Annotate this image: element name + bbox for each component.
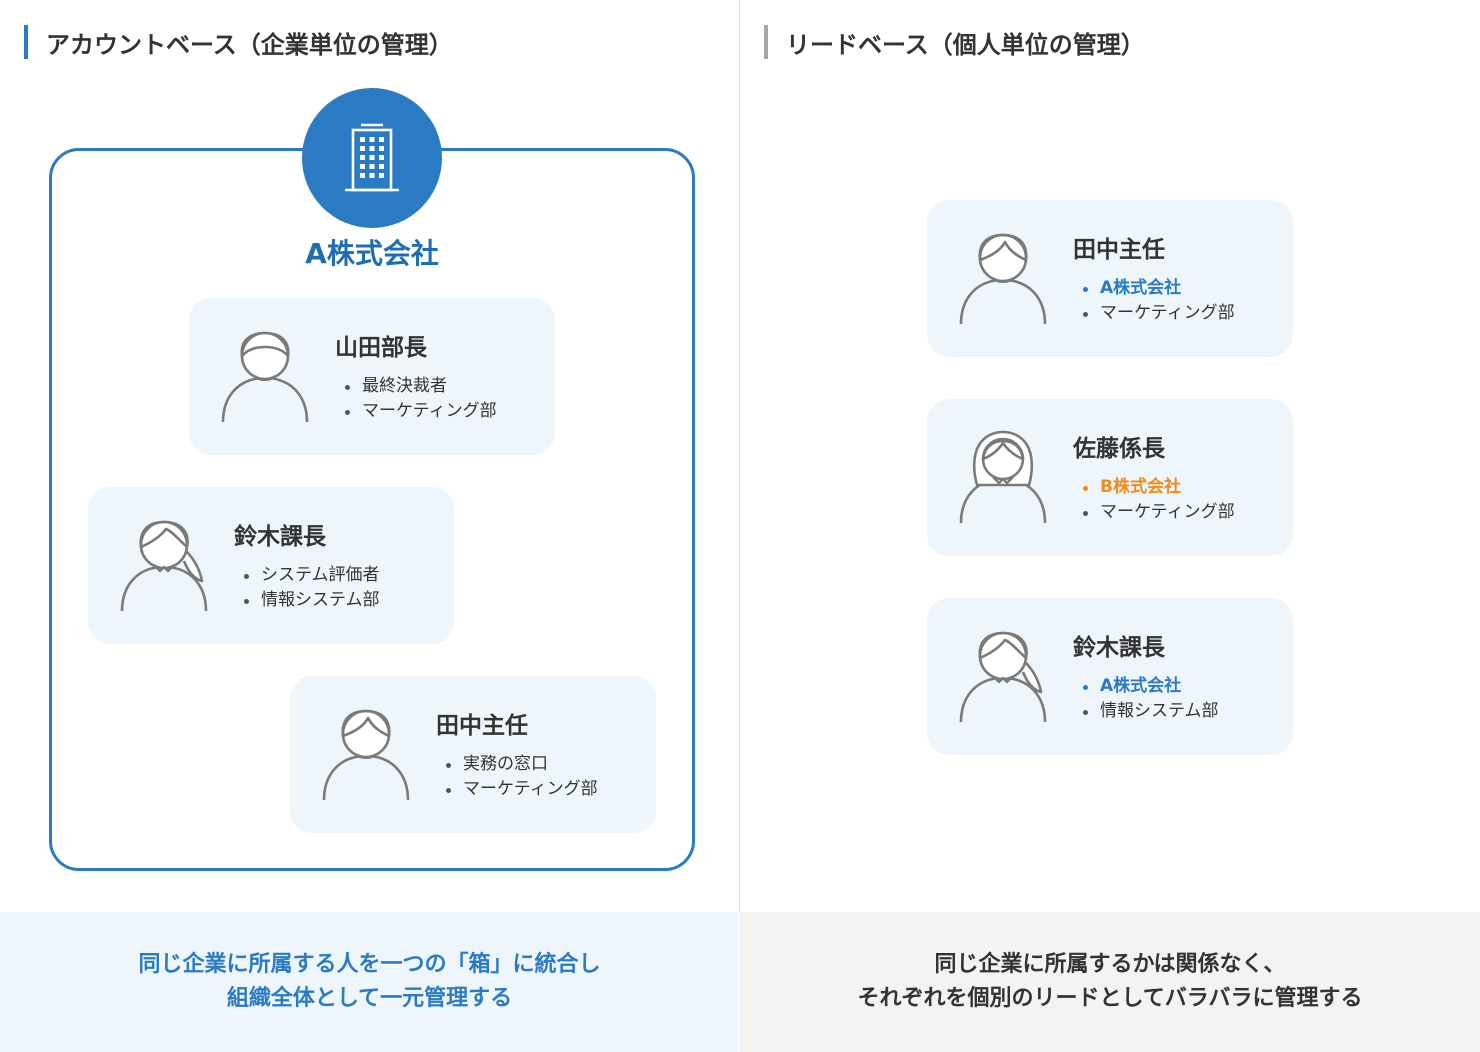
summary-line: それぞれを個別のリードとしてバラバラに管理する bbox=[857, 986, 1363, 1011]
column-divider bbox=[739, 0, 740, 912]
ponytail-person-icon bbox=[114, 515, 214, 615]
summary-line: 同じ企業に所属する人を一つの「箱」に統合し bbox=[138, 952, 601, 977]
person-details: A株式会社 マーケティング部 bbox=[1083, 276, 1235, 326]
person-department: マーケティング部 bbox=[1083, 500, 1235, 525]
lead-person-card: 田中主任 A株式会社 マーケティング部 bbox=[927, 200, 1293, 357]
account-person-card: 鈴木課長 システム評価者 情報システム部 bbox=[88, 487, 454, 644]
person-details: 実務の窓口 マーケティング部 bbox=[446, 752, 598, 802]
person-department: 情報システム部 bbox=[244, 588, 380, 613]
heading-accent-bar bbox=[24, 25, 28, 59]
person-details: A株式会社 情報システム部 bbox=[1083, 674, 1219, 724]
person-role: 実務の窓口 bbox=[446, 752, 598, 777]
person-name: 鈴木課長 bbox=[1073, 635, 1165, 661]
person-company: A株式会社 bbox=[1083, 674, 1219, 699]
person-name: 山田部長 bbox=[335, 335, 427, 361]
person-name: 田中主任 bbox=[436, 713, 528, 739]
building-icon bbox=[345, 123, 399, 192]
account-based-summary: 同じ企業に所属する人を一つの「箱」に統合し 組織全体として一元管理する bbox=[0, 912, 739, 1052]
lead-based-summary: 同じ企業に所属するかは関係なく、 それぞれを個別のリードとしてバラバラに管理する bbox=[740, 912, 1480, 1052]
person-department: 情報システム部 bbox=[1083, 699, 1219, 724]
lead-person-card: 鈴木課長 A株式会社 情報システム部 bbox=[927, 598, 1293, 755]
company-badge bbox=[302, 88, 442, 228]
person-details: システム評価者 情報システム部 bbox=[244, 563, 380, 613]
person-name: 佐藤係長 bbox=[1073, 436, 1165, 462]
lead-based-heading: リードベース（個人単位の管理） bbox=[764, 24, 1145, 60]
person-details: B株式会社 マーケティング部 bbox=[1083, 475, 1235, 525]
person-role: システム評価者 bbox=[244, 563, 380, 588]
lead-person-card: 佐藤係長 B株式会社 マーケティング部 bbox=[927, 399, 1293, 556]
person-department: マーケティング部 bbox=[1083, 301, 1235, 326]
account-based-heading: アカウントベース（企業単位の管理） bbox=[24, 24, 453, 60]
company-name: A株式会社 bbox=[305, 237, 439, 270]
woman-icon bbox=[953, 427, 1053, 527]
person-department: マーケティング部 bbox=[345, 399, 497, 424]
lead-based-heading-text: リードベース（個人単位の管理） bbox=[786, 30, 1145, 59]
heading-accent-bar bbox=[764, 25, 768, 59]
young-person-icon bbox=[953, 228, 1053, 328]
person-name: 田中主任 bbox=[1073, 237, 1165, 263]
person-name: 鈴木課長 bbox=[234, 524, 326, 550]
man-icon bbox=[215, 326, 315, 426]
person-role: 最終決裁者 bbox=[345, 374, 497, 399]
account-person-card: 山田部長 最終決裁者 マーケティング部 bbox=[189, 298, 555, 455]
summary-line: 同じ企業に所属するかは関係なく、 bbox=[934, 952, 1286, 977]
summary-line: 組織全体として一元管理する bbox=[226, 986, 513, 1011]
account-person-card: 田中主任 実務の窓口 マーケティング部 bbox=[290, 676, 656, 833]
person-company: B株式会社 bbox=[1083, 475, 1235, 500]
ponytail-person-icon bbox=[953, 626, 1053, 726]
person-department: マーケティング部 bbox=[446, 777, 598, 802]
account-based-heading-text: アカウントベース（企業単位の管理） bbox=[46, 30, 453, 59]
young-person-icon bbox=[316, 704, 416, 804]
person-details: 最終決裁者 マーケティング部 bbox=[345, 374, 497, 424]
person-company: A株式会社 bbox=[1083, 276, 1235, 301]
